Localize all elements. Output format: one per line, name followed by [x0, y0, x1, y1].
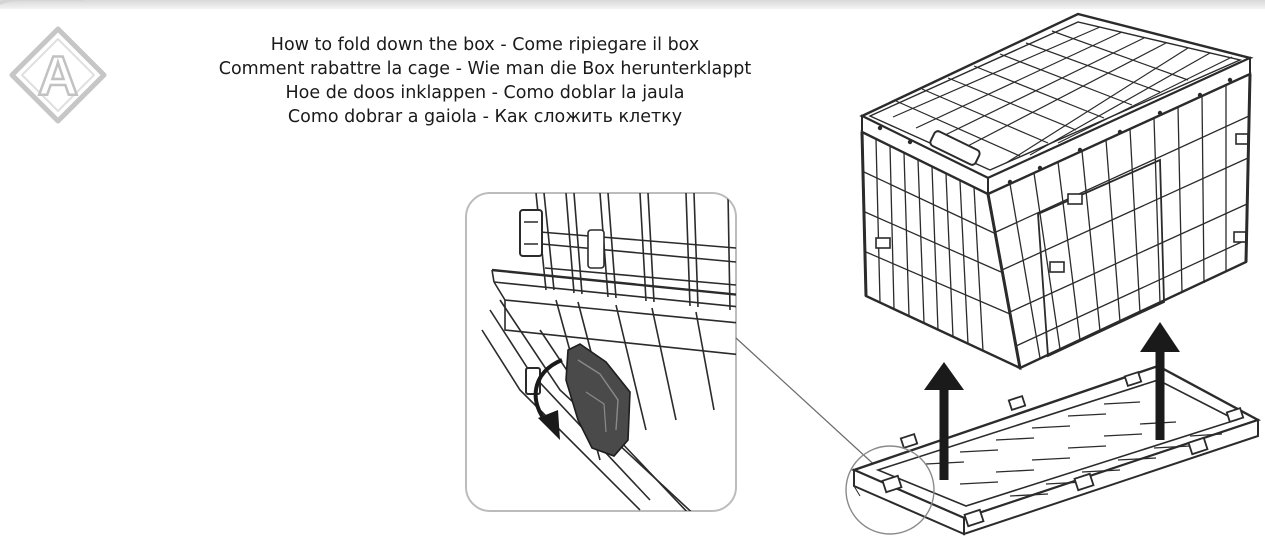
corner-border: [0, 0, 83, 61]
detail-inset: [465, 192, 881, 512]
instruction-title: How to fold down the box - Come ripiegar…: [155, 33, 815, 129]
top-border: [0, 0, 1265, 9]
magnifier-circle: [845, 445, 935, 535]
step-letter: A: [37, 42, 80, 108]
title-line: How to fold down the box - Come ripiegar…: [270, 35, 700, 55]
up-arrow-icon: [924, 362, 964, 480]
step-badge: A: [8, 25, 108, 125]
title-line: Hoe de doos inklappen - Como doblar la j…: [285, 83, 685, 103]
title-line: Como dobrar a gaiola - Как сложить клетк…: [287, 107, 683, 127]
cage-body: [859, 12, 1254, 371]
curved-arrow-icon: [533, 358, 563, 440]
title-line: Comment rabattre la cage - Wie man die B…: [218, 59, 752, 79]
clip-latch: [565, 343, 631, 457]
diamond-badge-icon: [9, 26, 107, 124]
up-arrow-icon: [1140, 322, 1180, 440]
base-tray: [845, 364, 1262, 536]
